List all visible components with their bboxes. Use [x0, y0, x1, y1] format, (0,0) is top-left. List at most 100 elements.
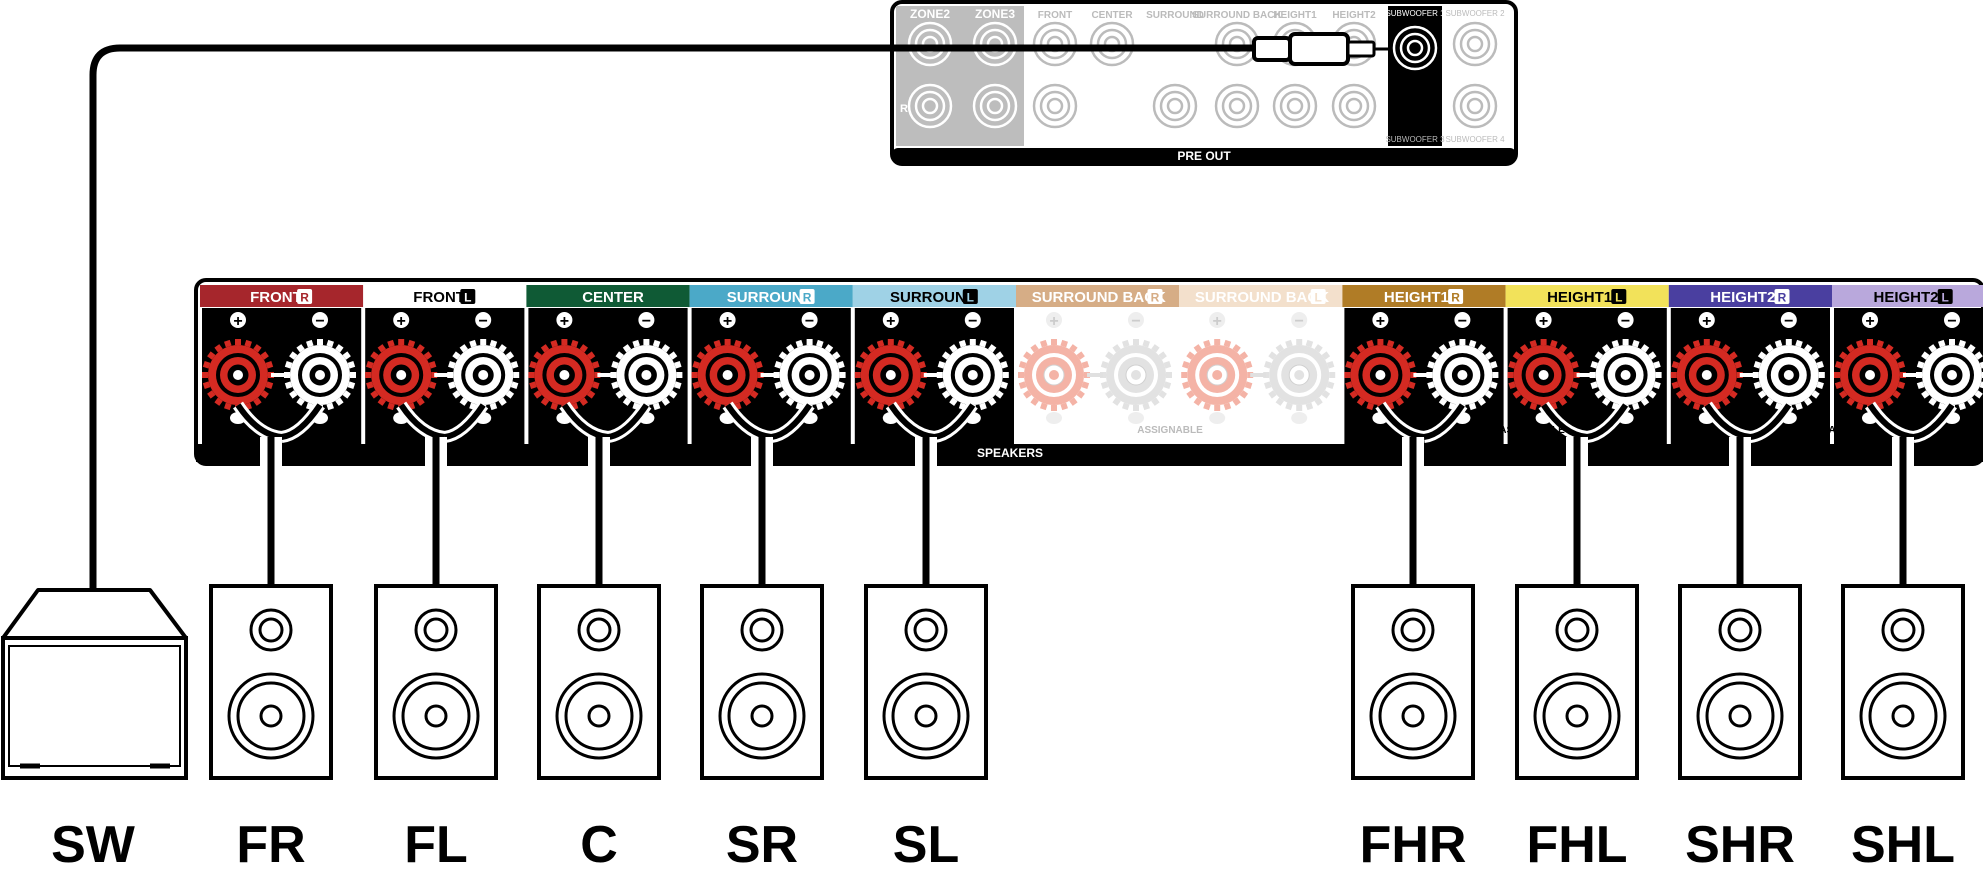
preout-jack [1452, 83, 1498, 129]
svg-text:−: − [479, 313, 488, 330]
subwoofer-cable [89, 44, 1258, 588]
preout-jack [1452, 21, 1498, 67]
svg-text:+: + [560, 313, 569, 330]
channel-label: CENTER [582, 289, 644, 306]
positive-terminal [365, 339, 438, 424]
positive-terminal [1507, 339, 1580, 424]
positive-terminal [1344, 339, 1417, 424]
polarity-mark [475, 312, 492, 328]
svg-text:+: + [397, 313, 406, 330]
assignable-label: ASSIGNABLE [1137, 425, 1203, 436]
channel-color-bar [1505, 285, 1669, 307]
channel-color-bar [1668, 285, 1832, 307]
polarity-mark [801, 312, 818, 328]
preout-label: SURROUND [1146, 10, 1204, 21]
preout-label: SURROUND BACK [1192, 10, 1282, 21]
polarity-mark [1698, 312, 1715, 328]
assignable-label: ASSIGNABLE [1499, 425, 1565, 436]
speaker-label-fhr: FHR [1360, 816, 1467, 874]
speaker-label-shr: SHR [1685, 816, 1795, 874]
speakers-title: SPEAKERS [977, 446, 1043, 460]
preout-subwoofer-label: SUBWOOFER 2 [1445, 9, 1505, 18]
svg-text:−: − [1295, 313, 1304, 330]
channel-side-badge: R [300, 291, 309, 305]
speaker-cabinet [1351, 584, 1475, 780]
polarity-mark [638, 312, 655, 328]
svg-text:+: + [1865, 313, 1874, 330]
svg-text:−: − [1947, 313, 1956, 330]
channel-label: HEIGHT1 [1384, 289, 1449, 306]
positive-terminal [1018, 339, 1090, 424]
preout-subwoofer-label: SUBWOOFER 3 [1385, 135, 1445, 144]
svg-text:−: − [968, 313, 977, 330]
speaker-label-fhl: FHL [1526, 816, 1627, 874]
channel-label: HEIGHT2 [1874, 289, 1939, 306]
negative-terminal [284, 339, 356, 424]
preout-title-bar [892, 148, 1516, 164]
preout-jack [907, 21, 953, 67]
polarity-mark [1209, 312, 1226, 328]
polarity-mark [719, 312, 736, 328]
channel-color-bar [1179, 285, 1343, 307]
svg-text:−: − [1621, 313, 1630, 330]
negative-terminal [610, 339, 683, 424]
negative-terminal [1589, 339, 1662, 424]
channel-label: SURROUND BACK [1032, 289, 1166, 306]
svg-text:−: − [1458, 313, 1467, 330]
preout-title: PRE OUT [1177, 149, 1231, 163]
polarity-mark [1944, 312, 1960, 328]
positive-terminal [691, 339, 764, 424]
negative-terminal [773, 339, 846, 424]
subwoofer1-jack [1392, 25, 1438, 71]
channel-label: SURROUND [890, 289, 977, 306]
svg-text:−: − [642, 313, 651, 330]
svg-text:+: + [1539, 313, 1548, 330]
speaker-label-sr: SR [726, 816, 798, 874]
preout-label: HEIGHT2 [1332, 10, 1376, 21]
channel-label: HEIGHT1 [1547, 289, 1612, 306]
preout-jack [1272, 83, 1318, 129]
channel-color-bar [1016, 285, 1180, 307]
channel-side-badge: R [1151, 291, 1160, 305]
polarity-mark [1862, 312, 1878, 328]
preout-subwoofer-block [1388, 6, 1442, 146]
channel-color-bar [526, 285, 690, 307]
channel-color-bar [1342, 285, 1506, 307]
speaker-label-c: C [580, 816, 618, 874]
preout-subwoofer-label: SUBWOOFER 4 [1445, 135, 1505, 144]
channel-side-badge: R [1778, 291, 1787, 305]
svg-text:−: − [1131, 313, 1140, 330]
polarity-mark [882, 312, 899, 328]
speaker-cabinet [700, 584, 824, 780]
svg-text:−: − [315, 313, 324, 330]
speakers-bottom-bar [196, 444, 1983, 462]
speaker-cabinet [209, 584, 333, 780]
speaker-label-sw: SW [51, 816, 136, 874]
channel-side-badge: R [1451, 291, 1460, 305]
channel-side-badge: L [1942, 291, 1949, 305]
svg-text:+: + [723, 313, 732, 330]
channel-side-badge: L [967, 291, 974, 305]
svg-text:+: + [1376, 313, 1385, 330]
channel-label: FRONT [413, 289, 465, 306]
preout-r-marker: R [900, 103, 908, 115]
polarity-mark [1780, 312, 1797, 328]
channel-side-badge: L [464, 291, 471, 305]
channel-side-badge: L [1315, 291, 1322, 305]
negative-terminal [1263, 339, 1336, 424]
preout-jack [1214, 83, 1260, 129]
speaker-cabinet [864, 584, 988, 780]
preout-label: HEIGHT1 [1273, 10, 1317, 21]
speaker-label-fl: FL [404, 816, 468, 874]
negative-terminal [1916, 339, 1983, 424]
svg-text:+: + [1702, 313, 1711, 330]
